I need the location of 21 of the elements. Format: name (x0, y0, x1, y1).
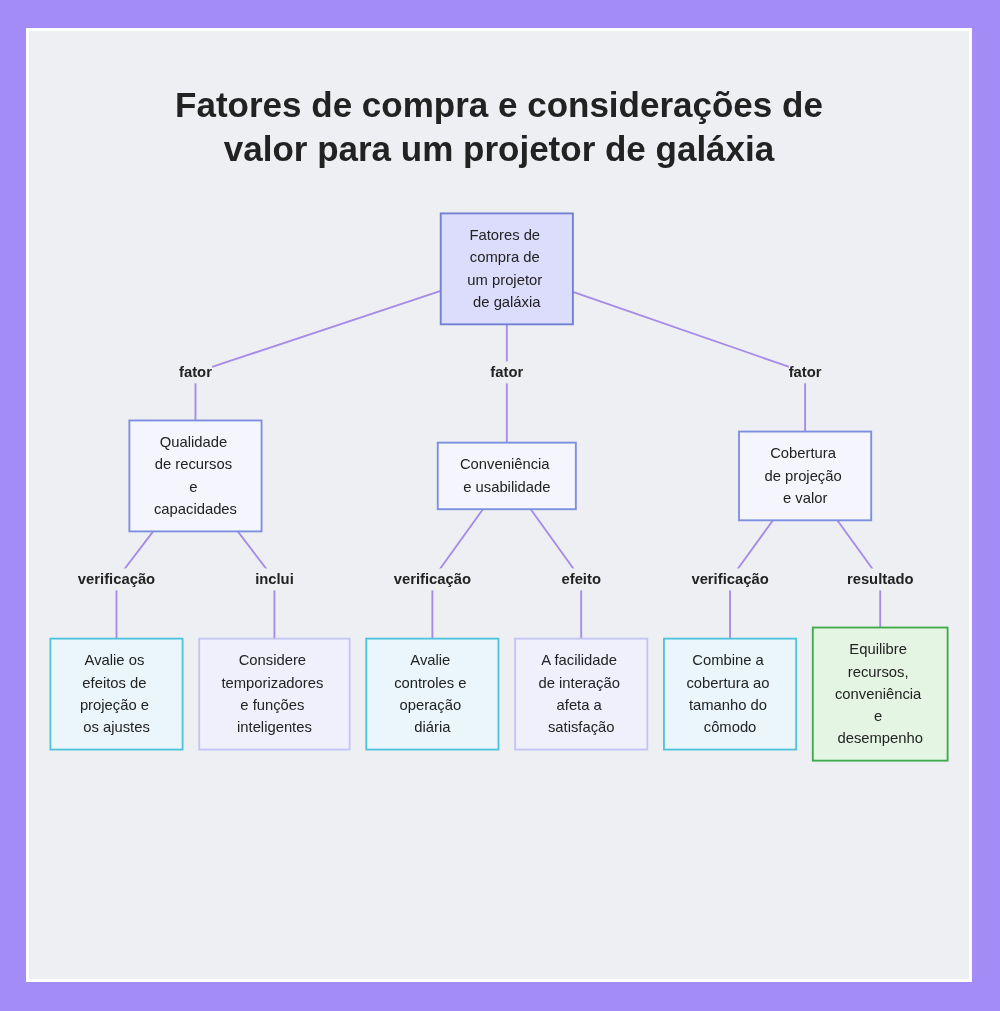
node-box (663, 637, 798, 751)
node-box (439, 212, 574, 326)
edge-label: verificação (691, 571, 769, 587)
edge-label: fator (490, 364, 524, 380)
node-box (436, 441, 577, 511)
edge-label: verificação (77, 571, 156, 587)
node-box (514, 637, 649, 751)
edge-label: verificação (393, 571, 472, 587)
node-box (49, 637, 184, 751)
edge-label: fator (179, 364, 212, 380)
edge-label: efeito (561, 571, 601, 587)
edge-label: resultado (846, 571, 914, 587)
edge-label: fator (788, 364, 822, 380)
node-box (128, 419, 263, 533)
node-box (198, 637, 351, 751)
edge-label: inclui (255, 571, 294, 587)
node-box (365, 637, 500, 751)
title: Fatores de compra e considerações de valor para um projetor de galáxia (174, 84, 824, 170)
node-box (811, 626, 949, 762)
page-background: Fatores de compra e considerações de valor para um projetor de galáxia fator fator fator verificação inclui verificação efeito verificação resultado Fatores de compra de um projetor de galáxia Qualidade de recursos e capacidades Conveniência e usabilidade Cobertura de projeção e valor Avalie os efeitos de projeção e os ajustes Considere temporizadores e funções inteligentes Avalie controles e operação diária A facilidade de interação afeta a satisfação Combine a cobertura ao tamanho do cômodo Equilibre recursos, conveniência e desempenho (26, 28, 972, 982)
node-box (738, 430, 873, 522)
